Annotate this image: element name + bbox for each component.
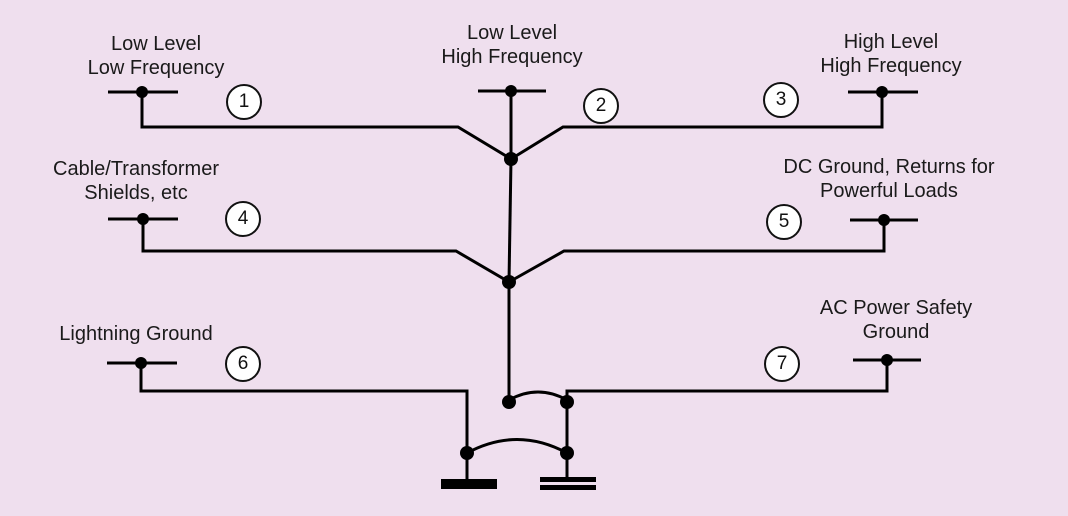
number-badge-1: 1 xyxy=(226,84,262,120)
wire-6 xyxy=(139,363,469,481)
number-badge-4: 4 xyxy=(225,201,261,237)
junction-upper xyxy=(504,152,518,166)
label-2-line-1: Low Level xyxy=(466,22,558,44)
label-ground-2: Low Level High Frequency xyxy=(441,21,582,69)
node-1 xyxy=(136,86,148,98)
node-5 xyxy=(878,214,890,226)
junction-lower xyxy=(502,275,516,289)
label-7-line-2: Ground xyxy=(862,321,930,343)
label-2-line-2: High Frequency xyxy=(441,46,583,68)
bond-node-d xyxy=(560,446,574,460)
label-4-line-2: Shields, etc xyxy=(84,182,188,204)
earth-electrode-right-lower xyxy=(540,485,596,490)
earth-electrode-right xyxy=(540,477,596,482)
node-2 xyxy=(505,85,517,97)
node-6 xyxy=(135,357,147,369)
number-badge-5: 5 xyxy=(766,204,802,240)
wire-5 xyxy=(508,220,886,284)
number-badge-2: 2 xyxy=(583,88,619,124)
label-ground-3: High Level High Frequency xyxy=(820,30,961,78)
bond-node-a xyxy=(502,395,516,409)
node-4 xyxy=(137,213,149,225)
wire-3 xyxy=(510,92,884,161)
bond-jumper-upper xyxy=(508,390,568,402)
label-1-line-1: Low Level xyxy=(110,33,202,55)
wire-1 xyxy=(140,92,512,161)
label-1-line-2: Low Frequency xyxy=(87,57,225,79)
label-3-line-2: High Frequency xyxy=(820,55,962,77)
label-ground-5: DC Ground, Returns for Powerful Loads xyxy=(783,155,994,203)
wire-7 xyxy=(565,360,889,481)
label-5-line-2: Powerful Loads xyxy=(820,180,958,202)
label-5-line-1: DC Ground, Returns for xyxy=(783,156,995,178)
label-ground-6: Lightning Ground xyxy=(59,322,212,346)
label-7-line-1: AC Power Safety xyxy=(819,297,973,319)
label-4-line-1: Cable/Transformer xyxy=(53,158,219,180)
bond-node-c xyxy=(460,446,474,460)
node-7 xyxy=(881,354,893,366)
number-badge-3: 3 xyxy=(763,82,799,118)
number-badge-6: 6 xyxy=(225,346,261,382)
label-ground-1: Low Level Low Frequency xyxy=(88,32,225,80)
label-ground-7: AC Power Safety Ground xyxy=(820,296,972,344)
wire-4 xyxy=(141,219,510,284)
label-6-line-1: Lightning Ground xyxy=(59,323,213,345)
bond-jumper-lower xyxy=(466,438,568,455)
trunk-upper xyxy=(507,158,513,283)
number-badge-7: 7 xyxy=(764,346,800,382)
bond-node-b xyxy=(560,395,574,409)
label-ground-4: Cable/Transformer Shields, etc xyxy=(53,157,219,205)
earth-electrode-left xyxy=(441,479,497,489)
label-3-line-1: High Level xyxy=(843,31,939,53)
node-3 xyxy=(876,86,888,98)
